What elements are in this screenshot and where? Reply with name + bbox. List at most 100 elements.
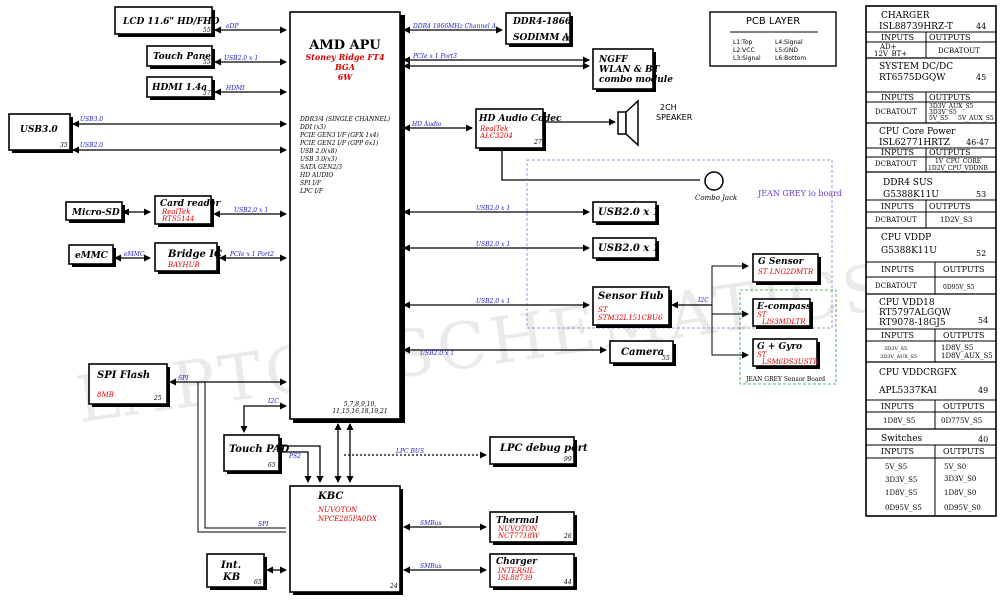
card-reader-chip: RTS5144 xyxy=(161,215,194,223)
kbc-chip: NPCE285PA0DX xyxy=(317,515,378,523)
hd-audio-page: 27 xyxy=(533,139,542,146)
micro-sd-label: Micro-SD xyxy=(71,208,120,218)
power-input: 0D95V_S5 xyxy=(885,504,922,512)
power-section-system-dcdc: SYSTEM DC/DC RT6575DGQW 45 INPUTS OUTPUT… xyxy=(866,62,996,124)
power-section-cpu-vddp: CPU VDDP G5388K11U 52 INPUTS OUTPUTS DCB… xyxy=(866,233,996,295)
usb30-bus: USB3.0 xyxy=(80,116,103,123)
kbc-block: KBC NUVOTON NPCE285PA0DX 24 xyxy=(289,423,403,595)
kbc-chip: NUVOTON xyxy=(317,506,358,514)
power-section-chip: RT5797ALGQW xyxy=(879,308,952,318)
lpc-debug-label: LPC debug port xyxy=(499,443,588,454)
camera-page: 55 xyxy=(662,355,670,362)
hd-audio-block: HD Audio Codec RealTek ALC3204 27 HD Aud… xyxy=(403,108,700,181)
apu-feature: LPC I/F xyxy=(299,188,324,195)
charger-bus: SMBus xyxy=(420,563,442,570)
sensor-hub-chip: ST xyxy=(598,306,609,314)
bridge-ic-block: Bridge IC BAYHUB PCIe x 1 Port2 xyxy=(154,242,287,274)
touch-panel-page: 55 xyxy=(203,59,211,66)
power-output: 1D8V_AUX_S5 xyxy=(941,352,993,360)
power-section-page: 45 xyxy=(976,73,986,82)
ddr4-label: SODIMM A xyxy=(513,33,569,43)
power-output: 3D3V_S0 xyxy=(944,475,976,483)
ecompass-chip: ST xyxy=(757,311,768,319)
power-output: 0D775V_S5 xyxy=(941,417,982,425)
bridge-ic-bus: PCIe x 1 Port2 xyxy=(229,251,274,258)
power-inputs-header: INPUTS xyxy=(881,93,914,102)
power-section-chip: APL5337KAI xyxy=(878,386,937,396)
power-output: 5V_S0 xyxy=(944,463,966,471)
apu-feature: SATA GEN2/3 xyxy=(300,164,342,171)
touch-panel-bus: USB2.0 x 1 xyxy=(224,55,258,62)
lcd-label: LCD 11.6" HD/FHD xyxy=(122,17,220,27)
ecompass-label: E-compass xyxy=(756,302,811,312)
lpc-debug-block: LPC debug port 99 LPC BUS xyxy=(344,436,588,467)
bridge-ic-label: Bridge IC xyxy=(167,249,222,260)
hd-audio-chip: ALC3204 xyxy=(479,132,513,140)
micro-sd-block: Micro-SD xyxy=(65,201,151,223)
power-output: 1D8V_S0 xyxy=(944,489,976,497)
apu-feature: HD AUDIO xyxy=(299,172,334,179)
hd-audio-label: HD Audio Codec xyxy=(478,114,562,124)
gyro-chip: ST xyxy=(757,351,768,359)
spi-flash-label: SPI Flash xyxy=(97,370,150,381)
power-output: 0D95V_S5 xyxy=(943,284,975,291)
power-output: 1D2V_S3 xyxy=(940,216,972,224)
power-outputs-header: OUTPUTS xyxy=(943,331,984,340)
gyro-label: G + Gyro xyxy=(757,342,802,352)
power-section-page: 52 xyxy=(976,249,986,258)
gyro-block: G + Gyro ST LSM6DS3USTR xyxy=(752,338,820,369)
power-section-title: CPU Core Power xyxy=(879,127,956,137)
power-section-page: 40 xyxy=(978,435,988,444)
gyro-chip: LSM6DS3USTR xyxy=(761,358,819,366)
thermal-bus: SMBus xyxy=(420,520,442,527)
usb20-b-block: USB2.0 x 1 USB2.0 x 1 xyxy=(403,237,660,261)
power-outputs-header: OUTPUTS xyxy=(929,148,970,157)
apu-feature: USB 2.0(x8) xyxy=(300,148,338,155)
card-reader-block: Card reader RealTek RTS5144 USB2.0 x 1 xyxy=(154,195,287,227)
ngff-label: WLAN & BT xyxy=(599,65,661,75)
charger-block: Charger INTERSIL ISL88739 44 SMBus xyxy=(403,553,577,590)
charger-chip: INTERSIL xyxy=(497,567,535,575)
power-section-page: 44 xyxy=(976,22,986,31)
int-kb-block: Int. KB 65 xyxy=(206,553,287,590)
power-section-cpu-core: CPU Core Power ISL62771HRTZ 46-47 INPUTS… xyxy=(866,127,996,173)
power-input: DCBATOUT xyxy=(875,282,917,290)
power-input: 1D8V_S5 xyxy=(885,489,917,497)
power-section-cpu-vdd18: CPU VDD18 RT5797ALGQW RT9078-18GJ5 54 IN… xyxy=(866,298,996,363)
pcb-layer-item: L4:Signal xyxy=(775,39,803,46)
thermal-block: Thermal NUVOTON NCT7718W 26 SMBus xyxy=(403,511,577,545)
power-output: 3D3V_S5 xyxy=(929,109,957,116)
ecompass-block: E-compass ST LIS3MDLTR xyxy=(752,298,813,329)
g-sensor-block: G Sensor ST LNG2DMTR xyxy=(752,253,821,285)
power-input: 3D3V_S5 xyxy=(884,346,907,352)
pcb-layer-item: L5:GND xyxy=(775,47,798,54)
thermal-label: Thermal xyxy=(496,516,539,526)
ngff-block: NGFF WLAN & BT combo module PCIe x 1 Por… xyxy=(403,48,673,92)
bridge-ic-chip: BAYHUB xyxy=(167,261,200,269)
ngff-bus: PCIe x 1 Port3 xyxy=(412,53,457,60)
power-input: 5V_S5 xyxy=(885,463,907,471)
power-section-title: CPU VDDCRGFX xyxy=(879,368,957,378)
touch-pad-page: 65 xyxy=(268,462,276,469)
card-reader-bus: USB2.0 x 1 xyxy=(234,207,268,214)
sensor-hub-label: Sensor Hub xyxy=(598,291,664,302)
power-section-cpu-vddcrgfx: CPU VDDCRGFX APL5337KAI 49 INPUTS OUTPUT… xyxy=(866,368,996,430)
power-output: 3D3V_AUX_S5 xyxy=(929,103,974,110)
power-input: 3D3V_AUX_S5 xyxy=(880,354,917,360)
lcd-page: 55 xyxy=(203,27,211,34)
touch-panel-label: Touch Panel xyxy=(153,52,215,62)
apu-package: BGA xyxy=(334,62,355,72)
power-section-chip: G5388K11U xyxy=(883,190,939,200)
power-input: AD+ xyxy=(879,43,897,51)
apu-feature: PCIE GEN3 I/F (GFX 1x4) xyxy=(299,132,379,139)
apu-feature: DDR3/4 (SINGLE CHANNEL) xyxy=(299,116,391,123)
ecompass-chip: LIS3MDLTR xyxy=(761,318,806,326)
ddr4-bus: DDR4 1866MHz Channel A xyxy=(412,23,497,30)
g-sensor-label: G Sensor xyxy=(758,257,805,267)
power-inputs-header: INPUTS xyxy=(881,331,914,340)
power-input: DCBATOUT xyxy=(875,216,917,224)
ngff-label: NGFF xyxy=(598,55,628,65)
power-section-page: 54 xyxy=(978,316,988,325)
spi-flash-block: SPI Flash 8MB 25 SPI SPI xyxy=(88,363,287,533)
